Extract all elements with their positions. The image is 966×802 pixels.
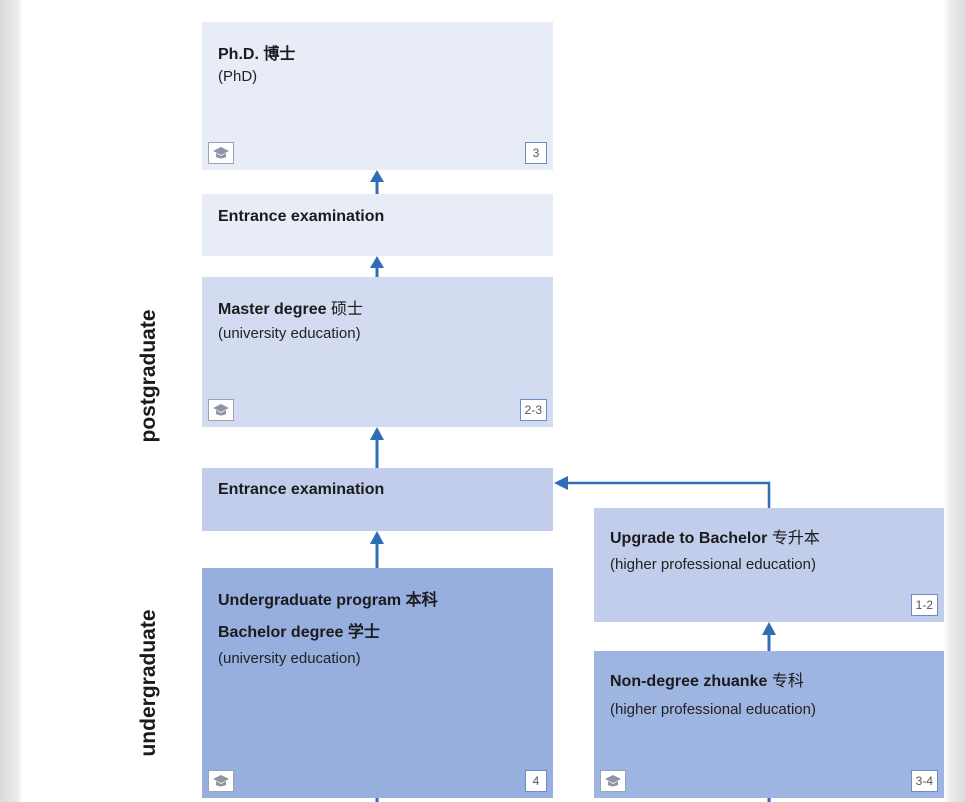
graduation-cap-icon xyxy=(208,770,234,792)
duration-badge: 3-4 xyxy=(910,770,938,792)
duration-badge: 2-3 xyxy=(519,399,547,421)
master-subtitle: (university education) xyxy=(218,325,361,342)
graduation-cap-icon xyxy=(208,142,234,164)
undergraduate-title: Undergraduate program 本科 xyxy=(218,592,438,609)
arrow-head xyxy=(370,256,384,268)
entrance-exam-phd-box: Entrance examination xyxy=(202,194,553,256)
undergraduate-subtitle: (university education) xyxy=(218,650,361,667)
arrow-head xyxy=(762,622,776,635)
upgrade-title: Upgrade to Bachelor 专升本 xyxy=(610,530,820,547)
graduation-cap-icon xyxy=(208,399,234,421)
master-title: Master degree 硕士 xyxy=(218,301,363,318)
duration-badge: 3 xyxy=(525,142,547,164)
upgrade-subtitle: (higher professional education) xyxy=(610,556,816,573)
arrow-head xyxy=(370,427,384,440)
phd-box: Ph.D. 博士 (PhD) 3 xyxy=(202,22,553,170)
diagram-page: Ph.D. 博士 (PhD) 3 Entrance examination Ma… xyxy=(22,8,944,802)
entrance-exam-phd-title: Entrance examination xyxy=(218,208,385,225)
duration-badge: 1-2 xyxy=(910,594,938,616)
undergraduate-box: Undergraduate program 本科 Bachelor degree… xyxy=(202,568,553,798)
zhuanke-title: Non-degree zhuanke 专科 xyxy=(610,673,804,690)
bachelor-degree-title: Bachelor degree 学士 xyxy=(218,624,380,641)
elbow-connector xyxy=(567,481,771,508)
entrance-exam-master-title: Entrance examination xyxy=(218,481,385,498)
duration-badge: 4 xyxy=(525,770,547,792)
master-box: Master degree 硕士 (university education) … xyxy=(202,277,553,427)
arrow-head xyxy=(554,476,568,490)
arrow-head xyxy=(370,531,384,544)
zhuanke-subtitle: (higher professional education) xyxy=(610,701,816,718)
upgrade-to-bachelor-box: Upgrade to Bachelor 专升本 (higher professi… xyxy=(594,508,944,622)
entrance-exam-master-box: Entrance examination xyxy=(202,468,553,531)
phd-subtitle: (PhD) xyxy=(218,68,258,85)
phd-title: Ph.D. 博士 xyxy=(218,46,296,63)
arrows xyxy=(370,170,776,802)
graduation-cap-icon xyxy=(600,770,626,792)
arrow-head xyxy=(370,170,384,182)
zhuanke-box: Non-degree zhuanke 专科 (higher profession… xyxy=(594,651,944,798)
